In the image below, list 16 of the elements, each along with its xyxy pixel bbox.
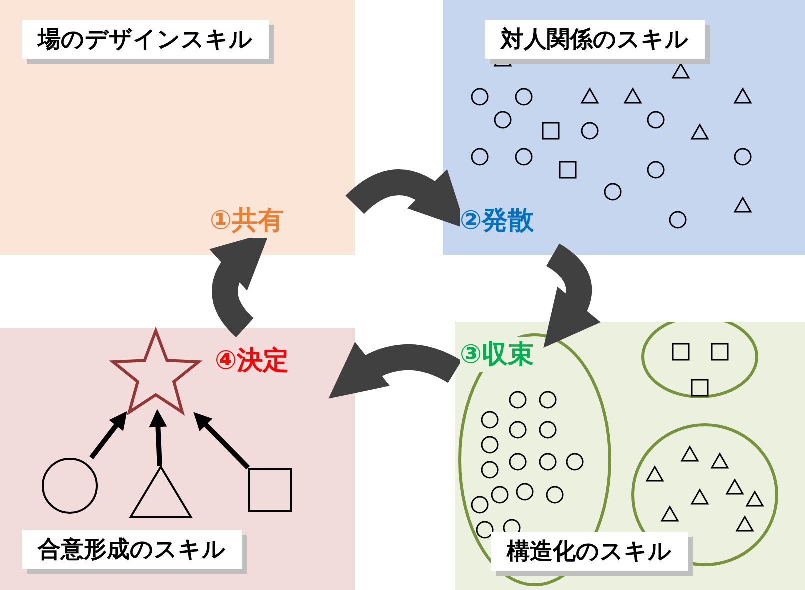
arrow (90, 411, 128, 460)
triangle-shape (130, 466, 192, 518)
quadrant-panel (443, 0, 805, 255)
circle-shape (42, 458, 98, 514)
step-label: ③収束 (460, 337, 534, 372)
square-shape (248, 468, 292, 512)
quadrant-panel (0, 0, 355, 255)
quadrant-panel (0, 328, 355, 590)
curved-arrow (328, 342, 462, 398)
skill-title: 合意形成のスキル (22, 530, 242, 569)
skill-title: 対人関係のスキル (485, 20, 705, 59)
arrow (194, 412, 250, 470)
curved-arrow (544, 244, 601, 349)
skill-title: 場のデザインスキル (22, 20, 269, 59)
skill-title: 構造化のスキル (491, 532, 688, 571)
arrow (149, 409, 168, 466)
